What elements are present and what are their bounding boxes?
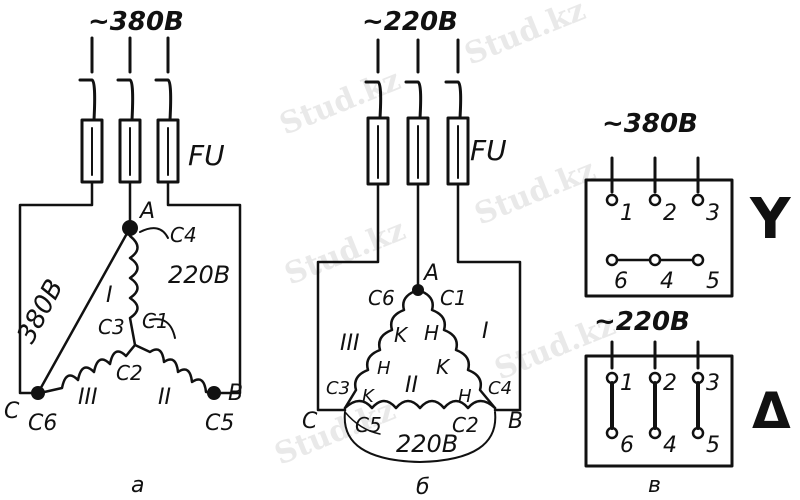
terminal-label: C2	[116, 361, 143, 385]
phase-label: III	[340, 331, 359, 356]
node-c-dot	[31, 386, 45, 400]
coil-start-mark: H	[458, 386, 472, 407]
terminal-box-star	[584, 178, 734, 298]
terminal-dot	[648, 193, 662, 207]
terminal-number: 6	[614, 269, 628, 294]
terminal-label: C6	[368, 286, 395, 310]
terminal-dot	[691, 426, 705, 440]
terminal-number: 3	[706, 201, 720, 226]
node-a-label: A	[422, 261, 439, 286]
node-a-label: A	[138, 199, 155, 224]
node-b-label: B	[228, 381, 243, 406]
terminal-number: 2	[663, 201, 677, 226]
coil-end-mark: K	[394, 323, 409, 347]
node-b-label: B	[508, 409, 523, 434]
phase-label: II	[405, 373, 418, 398]
phase-label: II	[158, 385, 171, 410]
terminal-label: C3	[98, 315, 125, 339]
terminal-dot	[648, 426, 662, 440]
phase-label: III	[78, 385, 97, 410]
panel-caption: в	[648, 473, 661, 498]
terminal-label: C4	[170, 223, 197, 247]
coil-start-mark: H	[377, 358, 391, 379]
panel-caption: б	[416, 475, 430, 500]
terminal-number: 3	[706, 371, 720, 396]
terminal-dot	[648, 253, 662, 267]
phase-voltage-label: 220B	[168, 261, 230, 289]
winding-phase-1	[128, 234, 139, 347]
coil-start-mark: H	[424, 321, 439, 345]
terminal-number: 5	[706, 433, 720, 458]
terminal-dot	[605, 426, 619, 440]
terminal-number: 1	[620, 201, 634, 226]
node-c-label: C	[4, 399, 20, 424]
terminal-dot	[691, 253, 705, 267]
supply-voltage-label: ~220B	[594, 307, 690, 337]
coil-end-mark: K	[362, 386, 375, 407]
terminal-label: C1	[440, 286, 467, 310]
terminal-dot	[605, 253, 619, 267]
terminal-number: 4	[660, 269, 674, 294]
phase-label: I	[482, 319, 489, 344]
terminal-label: C4	[488, 378, 512, 399]
terminal-label: C6	[28, 411, 57, 436]
winding-phase-3	[38, 343, 137, 395]
coil-end-mark: K	[436, 355, 451, 379]
terminal-label: C5	[205, 411, 234, 436]
supply-voltage-label: ~380B	[88, 7, 184, 37]
star-symbol: Y	[749, 187, 792, 252]
panel-v-terminal-box: ~380B 1 2 3 6 4 5 Y ~220B 1 2 3	[584, 109, 792, 498]
terminal-number: 6	[620, 433, 634, 458]
panel-a-star-connection: ~380B FU A C4 220B 380B I C1 C3	[4, 7, 243, 498]
watermark-layer: Stud.kz Stud.kz Stud.kz Stud.kz Stud.kz …	[270, 0, 620, 472]
terminal-box-delta	[584, 354, 734, 468]
terminal-label: C3	[326, 378, 350, 399]
node-c-label: C	[302, 409, 318, 434]
terminal-number: 4	[663, 433, 677, 458]
winding-phase-1	[416, 288, 497, 410]
watermark-text: Stud.kz	[460, 0, 590, 72]
terminal-dot	[691, 193, 705, 207]
line-voltage-label: 220B	[396, 430, 458, 458]
panel-caption: a	[131, 473, 144, 498]
terminal-dot	[605, 193, 619, 207]
delta-symbol: Δ	[752, 382, 791, 440]
supply-voltage-label: ~220B	[362, 7, 458, 37]
panel-b-delta-connection: ~220B FU A C6 C1 III I II K H H K K H	[302, 7, 523, 500]
node-b-dot	[207, 386, 221, 400]
fuse-label: FU	[470, 134, 507, 167]
winding-phase-3	[343, 288, 420, 410]
phase-label: I	[106, 283, 113, 308]
watermark-text: Stud.kz	[275, 63, 405, 143]
fuse-label: FU	[188, 139, 225, 172]
terminal-number: 2	[663, 371, 677, 396]
supply-voltage-label: ~380B	[602, 109, 698, 139]
watermark-text: Stud.kz	[280, 213, 410, 293]
winding-phase-2	[133, 343, 216, 395]
terminal-number: 1	[620, 371, 634, 396]
terminal-number: 5	[706, 269, 720, 294]
terminal-label: C2	[452, 413, 479, 437]
winding-phase-2	[343, 399, 497, 410]
